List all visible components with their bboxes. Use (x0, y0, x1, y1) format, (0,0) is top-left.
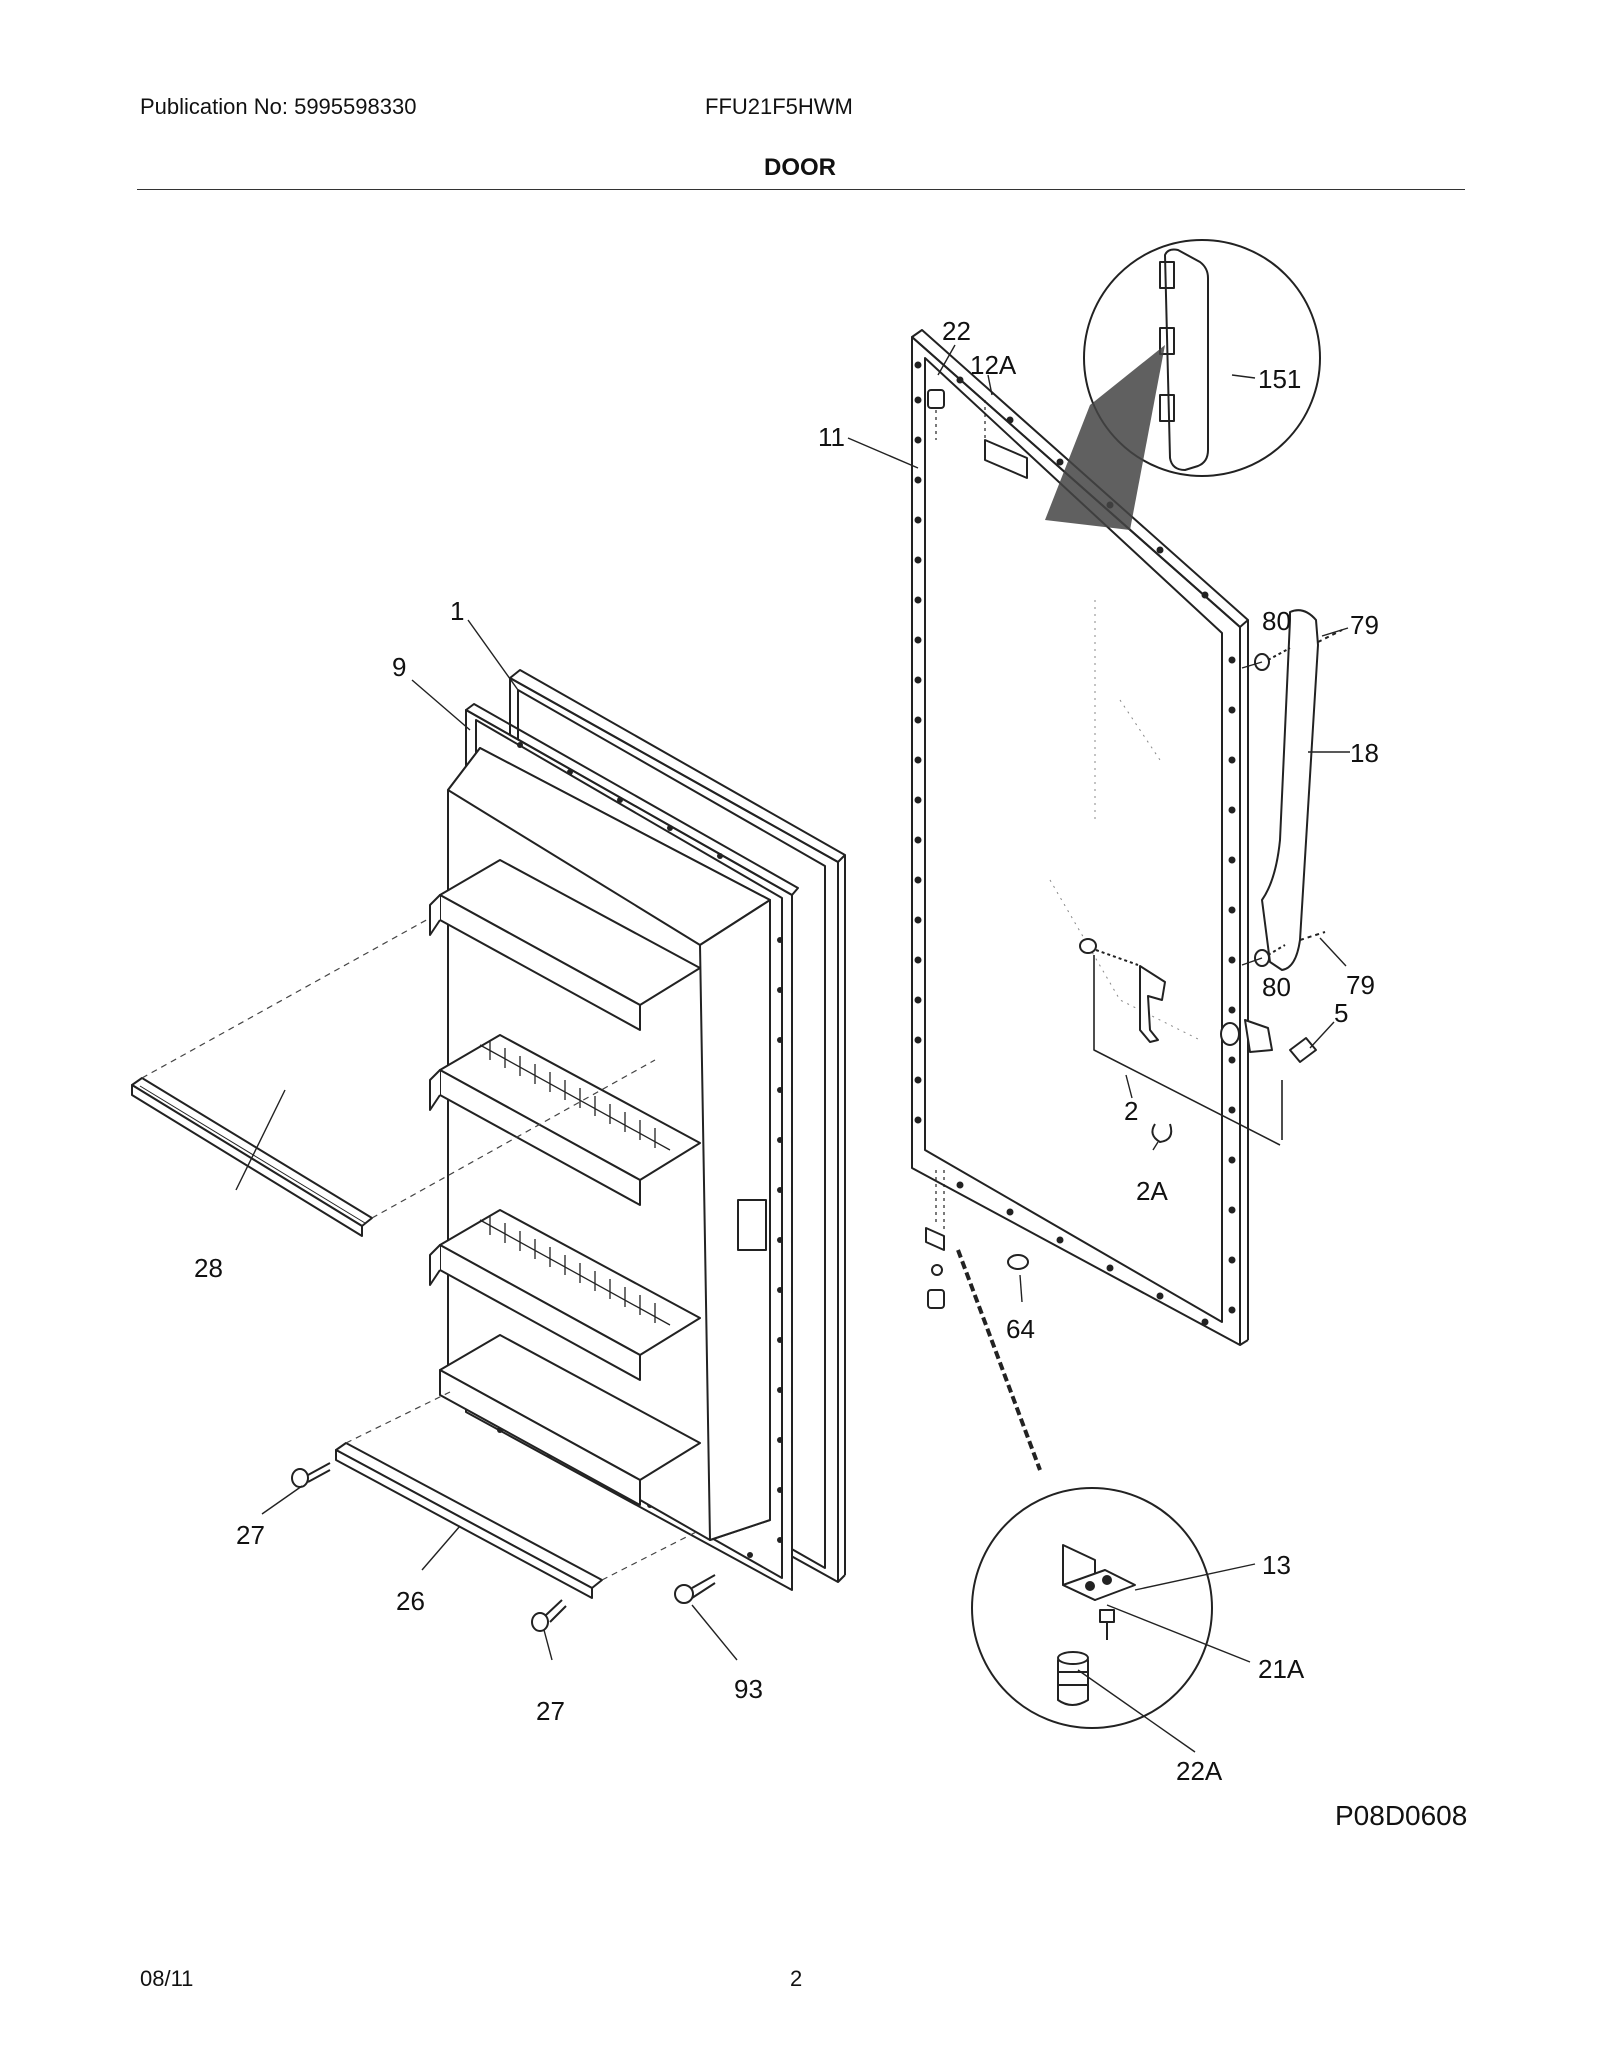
callout-21a: 21A (1258, 1654, 1305, 1684)
callout-80-upper: 80 (1262, 606, 1291, 636)
callout-22a: 22A (1176, 1756, 1223, 1786)
screw-27-lower (531, 1599, 567, 1632)
callout-27-upper: 27 (236, 1520, 265, 1550)
callout-28: 28 (194, 1253, 223, 1283)
latch-2-bracket-lines (1093, 955, 1283, 1146)
callout-64: 64 (1006, 1314, 1035, 1344)
callout-2a: 2A (1136, 1176, 1168, 1206)
door-shelf-3 (429, 1209, 701, 1381)
callout-5: 5 (1334, 998, 1348, 1028)
handle-18 (1261, 609, 1319, 971)
detail-circle-hinge (971, 1487, 1213, 1729)
door-shelf-4 (439, 1334, 701, 1506)
panel-interior-contour (1049, 600, 1201, 1041)
plug-64 (1007, 1254, 1029, 1270)
callout-2: 2 (1124, 1096, 1138, 1126)
callout-27-lower: 27 (536, 1696, 565, 1726)
page-number: 2 (790, 1966, 803, 1991)
lock-5 (1220, 1019, 1317, 1063)
publication-date: 08/11 (140, 1966, 194, 1991)
label-12a (984, 400, 1028, 479)
callout-1: 1 (450, 596, 464, 626)
header-rule (137, 189, 1465, 190)
screw-93 (674, 1574, 716, 1604)
callout-labels: 1 9 11 22 12A 151 80 79 18 80 79 5 2 2A … (194, 316, 1379, 1786)
shelf-rail-26 (335, 1442, 603, 1599)
callout-93: 93 (734, 1674, 763, 1704)
outer-door-panel (911, 329, 1249, 1346)
leader-lines (235, 344, 1350, 1753)
callout-79-upper: 79 (1350, 610, 1379, 640)
detail-circle-151-beam (1045, 345, 1165, 530)
figure-code: P08D0608 (1335, 1800, 1468, 1831)
outer-panel-holes (914, 361, 1236, 1326)
screw-80-upper (1254, 647, 1291, 671)
section-title: DOOR (764, 154, 836, 181)
latch-bracket-2 (1079, 938, 1166, 1043)
callout-18: 18 (1350, 738, 1379, 768)
rail-guide-lines (141, 917, 701, 1581)
callout-151: 151 (1258, 364, 1301, 394)
door-shelf-1 (429, 859, 701, 1031)
callout-79-lower: 79 (1346, 970, 1375, 1000)
callout-13: 13 (1262, 1550, 1291, 1580)
hinge-detail-leader (956, 1249, 1042, 1471)
shelf-wire-grille (479, 1040, 671, 1326)
pin-79-upper (1317, 629, 1343, 643)
screw-27-upper (291, 1462, 331, 1488)
shelf-rail-28 (131, 1077, 373, 1237)
door-shelf-2 (429, 1034, 701, 1206)
callout-26: 26 (396, 1586, 425, 1616)
publication-number: Publication No: 5995598330 (140, 94, 417, 119)
callout-12a: 12A (970, 350, 1017, 380)
callout-22: 22 (942, 316, 971, 346)
plug-22 (927, 389, 945, 440)
hinge-13-small (925, 1170, 945, 1309)
model-number: FFU21F5HWM (705, 94, 853, 119)
callout-11: 11 (818, 422, 845, 452)
callout-9: 9 (392, 652, 406, 682)
liner-tab (737, 1199, 767, 1251)
callout-80-lower: 80 (1262, 972, 1291, 1002)
clip-2a (1151, 1123, 1173, 1143)
